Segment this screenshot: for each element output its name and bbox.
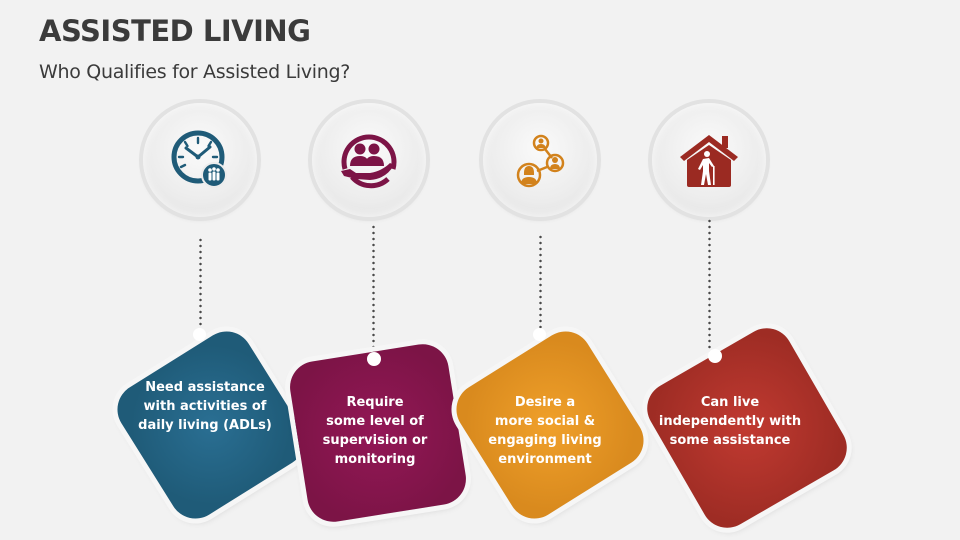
social-network-people-icon [516, 134, 565, 188]
card-hole-3 [533, 328, 546, 341]
card-hole-4 [708, 349, 722, 363]
card-hole-2 [367, 352, 381, 366]
icon-circle-4 [652, 103, 766, 217]
slide-title: ASSISTED LIVING [39, 14, 311, 48]
card-text-2: Require some level of supervision or mon… [322, 395, 428, 467]
card-text-4: Can live independently with some assista… [658, 395, 802, 448]
hand-holding-people-icon [341, 134, 397, 189]
card-text-3: Desire a more social & engaging living e… [488, 395, 602, 467]
card-text-1: Need assistance with activities of daily… [138, 380, 272, 433]
connector-line-4 [708, 218, 711, 352]
icon-circle-1 [143, 103, 257, 217]
clock-with-family-icon [171, 130, 227, 188]
icon-circle-3 [483, 103, 597, 217]
connector-line-2 [372, 224, 375, 356]
house-with-elderly-person-icon [680, 135, 738, 187]
connector-line-1 [199, 237, 202, 332]
card-hole-1 [193, 328, 206, 341]
connector-line-3 [539, 234, 542, 332]
icon-circle-2 [312, 103, 426, 217]
slide-subtitle: Who Qualifies for Assisted Living? [39, 61, 351, 83]
